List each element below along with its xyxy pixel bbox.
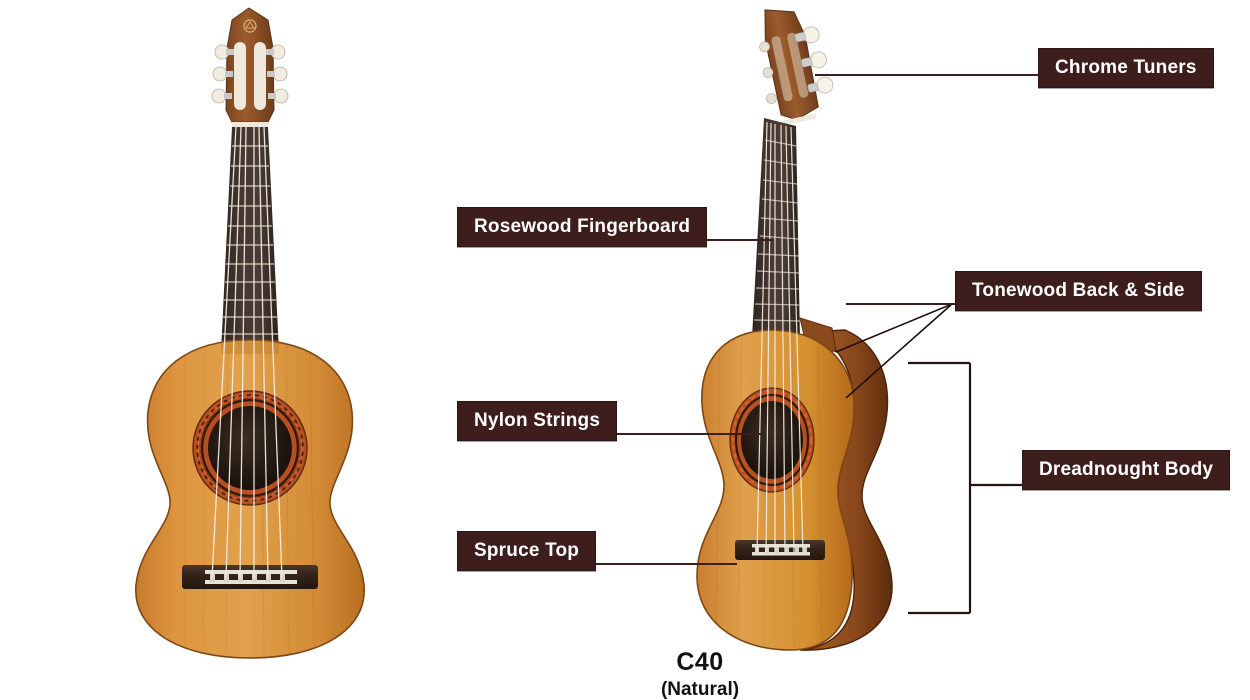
callout-chrome-tuners-label: Chrome Tuners: [1055, 57, 1197, 78]
tuner-buttons-right: [266, 44, 289, 104]
bridge-front: [182, 565, 318, 589]
body-top-angled: [696, 121, 855, 651]
bridge-angled: [735, 540, 825, 560]
strings-angled: [756, 121, 804, 553]
headstock-angled: [759, 9, 834, 126]
callout-spruce-top[interactable]: Spruce Top: [457, 531, 597, 571]
leader-dreadnought-body: [908, 361, 1022, 615]
callout-spruce-top-label: Spruce Top: [474, 540, 580, 561]
headstock-front: [211, 7, 289, 127]
callout-dreadnought-body-label: Dreadnought Body: [1039, 459, 1214, 480]
callout-nylon-strings[interactable]: Nylon Strings: [457, 401, 618, 441]
callout-rosewood-fingerboard-label: Rosewood Fingerboard: [474, 216, 691, 237]
fretboard-angled: [752, 118, 801, 340]
callout-nylon-strings-label: Nylon Strings: [474, 410, 601, 431]
soundhole-angled: [729, 387, 815, 493]
callout-tonewood-back-side-label: Tonewood Back & Side: [972, 280, 1185, 301]
chrome-tuner-set: [759, 26, 834, 104]
leader-tonewood-back-side: [835, 303, 955, 399]
guitar-angled-view: [696, 9, 893, 651]
guitar-front-view: [135, 7, 365, 659]
body-front: [135, 126, 365, 659]
soundhole-front: [192, 390, 308, 506]
callout-rosewood-fingerboard[interactable]: Rosewood Fingerboard: [457, 207, 708, 247]
callout-chrome-tuners[interactable]: Chrome Tuners: [1038, 48, 1214, 88]
callout-tonewood-back-side[interactable]: Tonewood Back & Side: [955, 271, 1202, 311]
tuner-buttons-left: [211, 44, 234, 104]
strings-front: [211, 126, 283, 579]
callout-dreadnought-body[interactable]: Dreadnought Body: [1022, 450, 1231, 490]
